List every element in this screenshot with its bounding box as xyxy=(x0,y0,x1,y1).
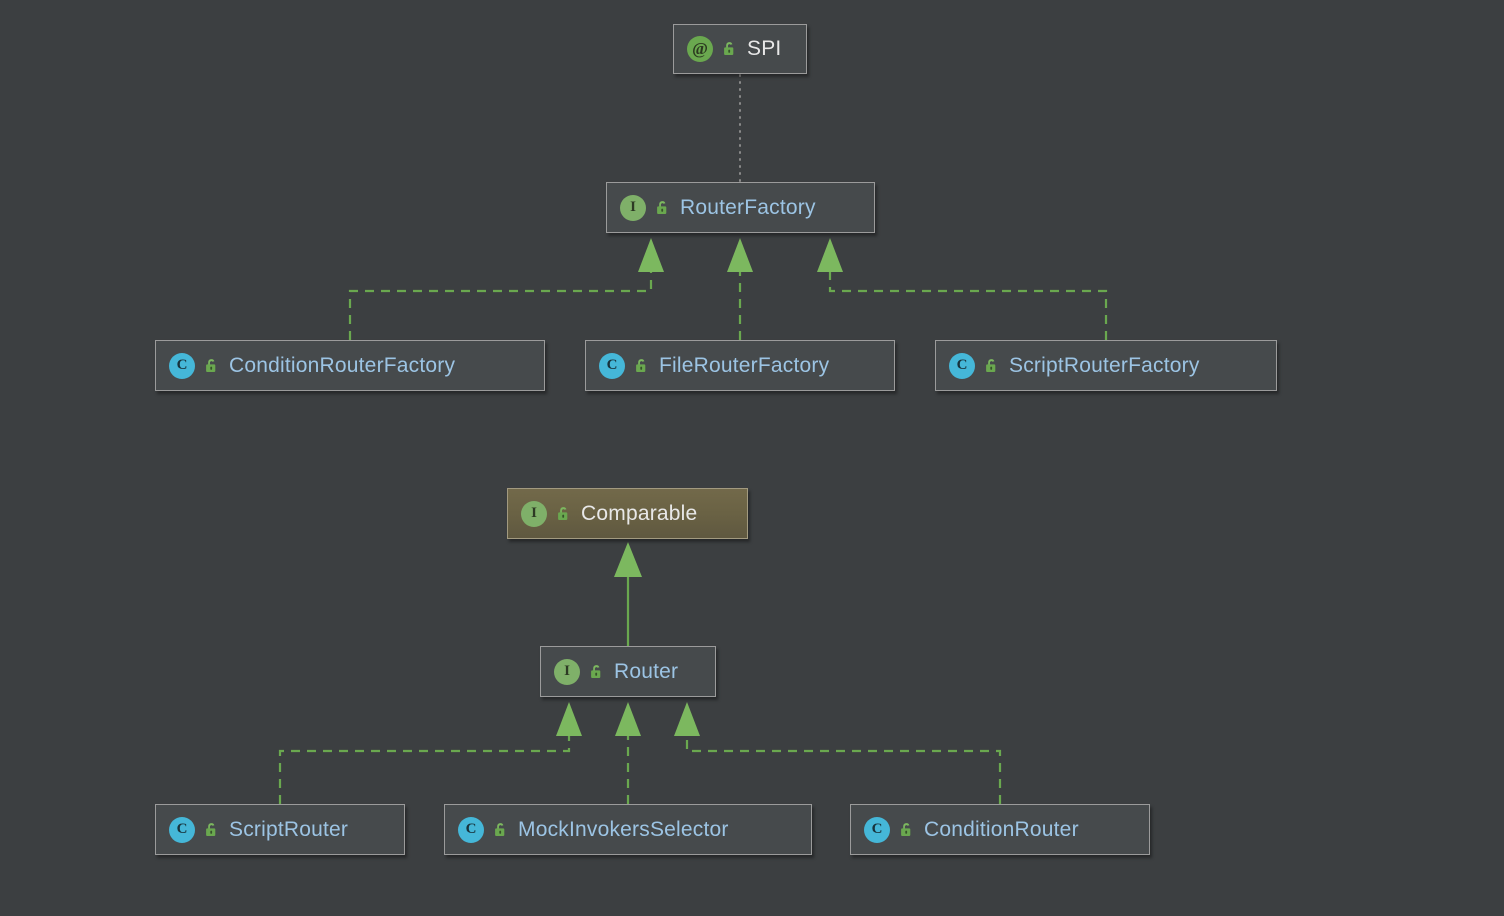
unlock-icon xyxy=(493,821,509,839)
class-node-conditionrouter[interactable]: C ConditionRouter xyxy=(850,804,1150,855)
class-node-label: ConditionRouter xyxy=(924,817,1079,841)
class-node-router[interactable]: I Router xyxy=(540,646,716,697)
edge-router-comparable xyxy=(614,542,642,646)
class-node-label: ScriptRouter xyxy=(229,817,349,841)
class-node-routerfactory[interactable]: I RouterFactory xyxy=(606,182,875,233)
interface-icon: I xyxy=(620,194,646,221)
unlock-icon xyxy=(655,199,671,217)
unlock-icon xyxy=(899,821,915,839)
unlock-icon xyxy=(589,663,605,681)
unlock-icon xyxy=(204,821,220,839)
class-node-label: FileRouterFactory xyxy=(659,353,830,377)
class-node-scriptrouterfactory[interactable]: C ScriptRouterFactory xyxy=(935,340,1277,391)
class-icon: C xyxy=(458,816,484,843)
class-node-scriptrouter[interactable]: C ScriptRouter xyxy=(155,804,405,855)
class-node-mockinvokersselector[interactable]: C MockInvokersSelector xyxy=(444,804,812,855)
unlock-icon xyxy=(722,40,738,58)
edge-filerouterfactory-routerfactory xyxy=(727,238,753,340)
class-node-label: MockInvokersSelector xyxy=(518,817,729,841)
class-node-spi[interactable]: @ SPI xyxy=(673,24,807,74)
interface-icon: I xyxy=(554,658,580,685)
class-icon: C xyxy=(949,352,975,379)
class-node-label: Router xyxy=(614,659,679,683)
edge-scriptrouterfactory-routerfactory xyxy=(817,238,1108,340)
annotation-icon: @ xyxy=(687,36,713,62)
class-node-comparable[interactable]: I Comparable xyxy=(507,488,748,539)
class-node-label: SPI xyxy=(747,37,782,60)
unlock-icon xyxy=(204,357,220,375)
class-node-label: ConditionRouterFactory xyxy=(229,353,456,377)
class-icon: C xyxy=(599,352,625,379)
class-icon: C xyxy=(864,816,890,843)
edge-scriptrouter-router xyxy=(278,702,582,804)
class-node-filerouterfactory[interactable]: C FileRouterFactory xyxy=(585,340,895,391)
class-node-label: ScriptRouterFactory xyxy=(1009,353,1200,377)
edge-conditionrouter-router xyxy=(674,702,1002,804)
edge-mockinvokersselector-router xyxy=(615,702,641,804)
class-node-conditionrouterfactory[interactable]: C ConditionRouterFactory xyxy=(155,340,545,391)
edge-conditionrouterfactory-routerfactory xyxy=(348,238,664,340)
class-icon: C xyxy=(169,352,195,379)
class-node-label: RouterFactory xyxy=(680,195,816,219)
unlock-icon xyxy=(984,357,1000,375)
unlock-icon xyxy=(634,357,650,375)
interface-icon: I xyxy=(521,500,547,527)
unlock-icon xyxy=(556,505,572,523)
class-node-label: Comparable xyxy=(581,501,698,525)
class-icon: C xyxy=(169,816,195,843)
